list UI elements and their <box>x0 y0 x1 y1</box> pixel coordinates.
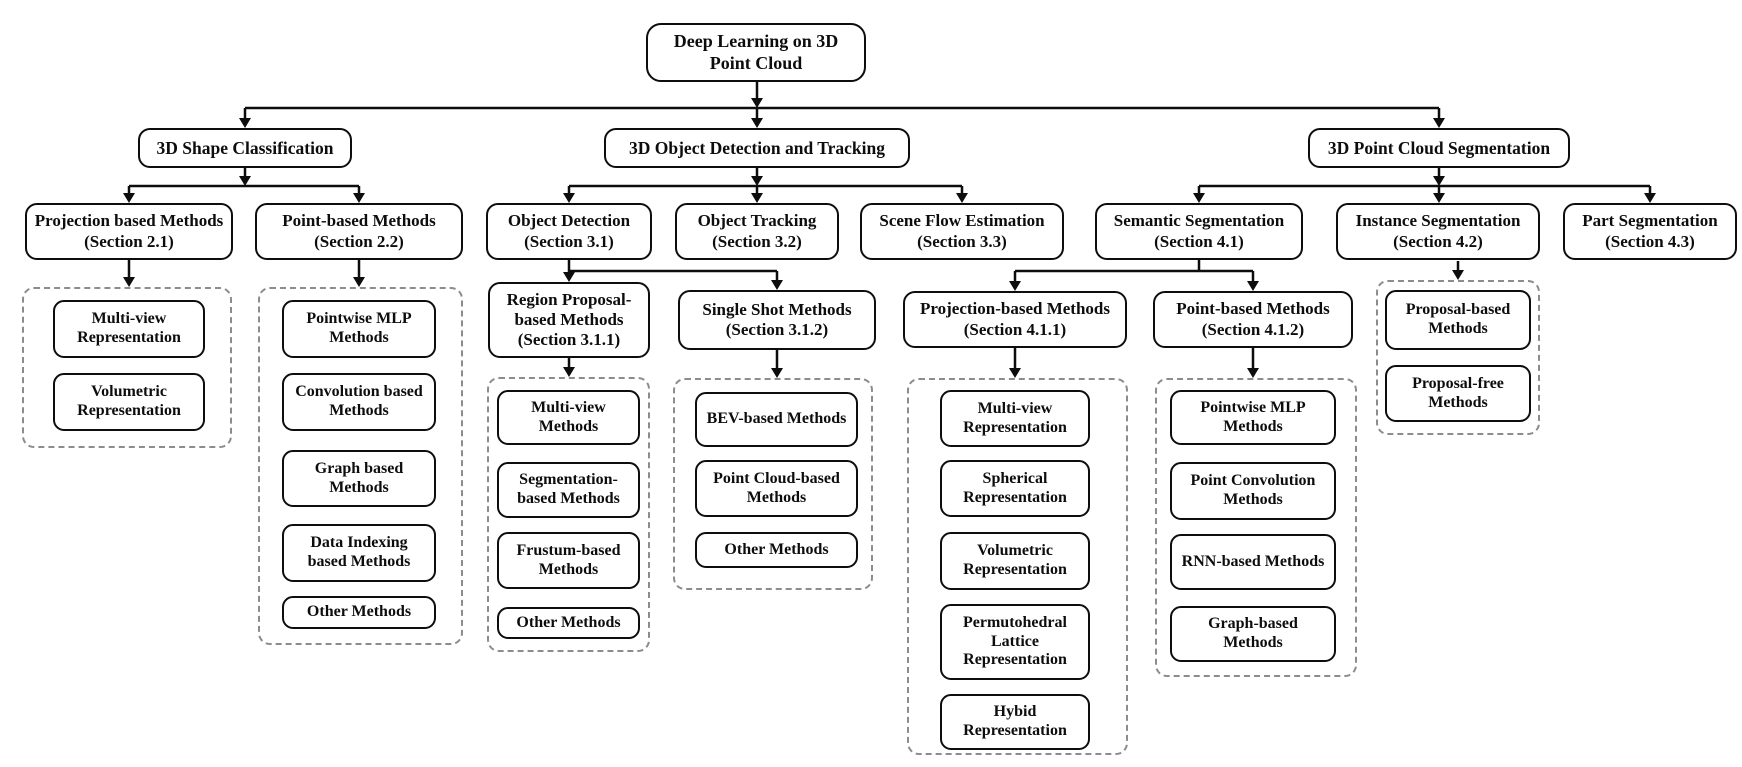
group-projection-2-1 <box>22 287 232 448</box>
node-instance-segmentation-4-2: Instance Segmentation (Section 4.2) <box>1336 203 1540 260</box>
node-scene-flow-3-3: Scene Flow Estimation (Section 3.3) <box>860 203 1064 260</box>
node-point-methods-4-1-2: Point-based Methods (Section 4.1.2) <box>1153 291 1353 348</box>
leaf-other-methods-rpn: Other Methods <box>497 607 640 639</box>
leaf-proposal-based-inst: Proposal-based Methods <box>1385 290 1531 350</box>
group-region-proposal-3-1-1 <box>487 377 650 652</box>
node-semantic-segmentation-4-1: Semantic Segmentation (Section 4.1) <box>1095 203 1303 260</box>
leaf-other-methods-cls: Other Methods <box>282 596 436 629</box>
leaf-graph-based-cls: Graph based Methods <box>282 450 436 507</box>
node-region-proposal-3-1-1: Region Proposal-based Methods (Section 3… <box>488 282 650 358</box>
leaf-spherical-representation-seg: Spherical Representation <box>940 460 1090 517</box>
leaf-proposal-free-inst: Proposal-free Methods <box>1385 365 1531 422</box>
node-part-segmentation-4-3: Part Segmentation (Section 4.3) <box>1563 203 1737 260</box>
node-deep-learning-root: Deep Learning on 3D Point Cloud <box>646 23 866 82</box>
leaf-rnn-based-seg: RNN-based Methods <box>1170 534 1336 590</box>
node-3d-point-cloud-segmentation: 3D Point Cloud Segmentation <box>1308 128 1570 168</box>
leaf-pointwise-mlp-cls: Pointwise MLP Methods <box>282 300 436 358</box>
group-point-2-2 <box>258 287 463 645</box>
leaf-convolution-based-cls: Convolution based Methods <box>282 373 436 431</box>
node-projection-methods-2-1: Projection based Methods (Section 2.1) <box>25 203 233 260</box>
group-point-4-1-2 <box>1155 378 1357 677</box>
leaf-multi-view-representation-cls: Multi-view Representation <box>53 300 205 358</box>
group-instance-4-2 <box>1376 280 1540 435</box>
leaf-multi-view-representation-seg: Multi-view Representation <box>940 390 1090 447</box>
node-single-shot-3-1-2: Single Shot Methods (Section 3.1.2) <box>678 290 876 350</box>
leaf-volumetric-representation-cls: Volumetric Representation <box>53 373 205 431</box>
node-object-detection-3-1: Object Detection (Section 3.1) <box>486 203 652 260</box>
node-projection-methods-4-1-1: Projection-based Methods (Section 4.1.1) <box>903 291 1127 348</box>
node-3d-object-detection-tracking: 3D Object Detection and Tracking <box>604 128 910 168</box>
leaf-segmentation-based-det: Segmentation-based Methods <box>497 462 640 518</box>
leaf-point-cloud-based-det: Point Cloud-based Methods <box>695 460 858 517</box>
leaf-permutohedral-lattice-seg: Permutohedral Lattice Representation <box>940 604 1090 680</box>
group-single-shot-3-1-2 <box>673 378 873 590</box>
leaf-volumetric-representation-seg: Volumetric Representation <box>940 532 1090 590</box>
node-object-tracking-3-2: Object Tracking (Section 3.2) <box>675 203 839 260</box>
node-3d-shape-classification: 3D Shape Classification <box>138 128 352 168</box>
leaf-pointwise-mlp-seg: Pointwise MLP Methods <box>1170 390 1336 445</box>
leaf-bev-based-det: BEV-based Methods <box>695 392 858 447</box>
leaf-other-methods-ss: Other Methods <box>695 532 858 568</box>
tree-edges <box>127 82 1652 370</box>
leaf-point-convolution-seg: Point Convolution Methods <box>1170 462 1336 520</box>
leaf-hybid-representation-seg: Hybid Representation <box>940 694 1090 750</box>
leaf-graph-based-seg: Graph-based Methods <box>1170 606 1336 662</box>
leaf-frustum-based-det: Frustum-based Methods <box>497 532 640 589</box>
leaf-multi-view-methods-det: Multi-view Methods <box>497 390 640 445</box>
group-projection-4-1-1 <box>907 378 1128 755</box>
node-point-methods-2-2: Point-based Methods (Section 2.2) <box>255 203 463 260</box>
leaf-data-indexing-cls: Data Indexing based Methods <box>282 524 436 582</box>
